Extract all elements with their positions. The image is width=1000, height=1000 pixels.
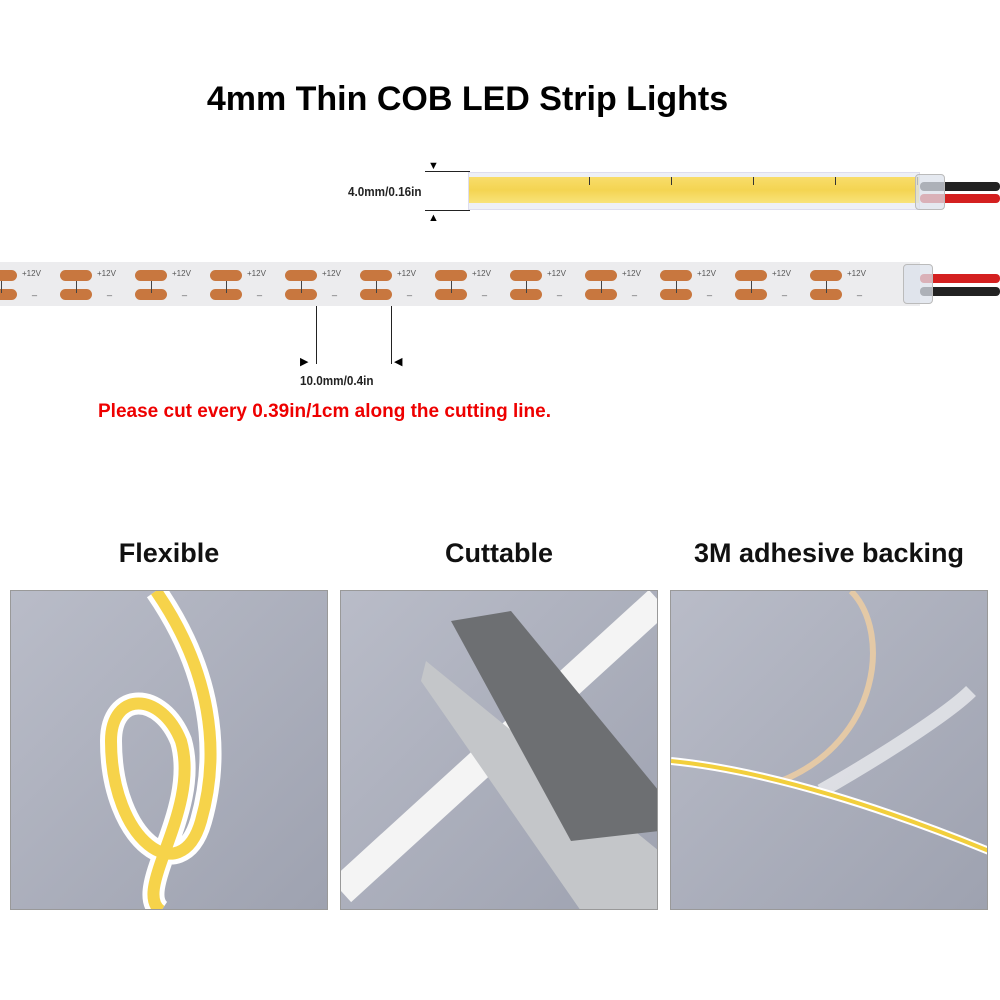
plus-12v-label: +12V bbox=[547, 269, 566, 278]
solder-pad bbox=[210, 270, 242, 281]
solder-pad bbox=[810, 270, 842, 281]
feature-title-cuttable: Cuttable bbox=[445, 538, 553, 568]
cutting-line bbox=[751, 281, 752, 293]
page-title: 4mm Thin COB LED Strip Lights bbox=[206, 80, 729, 118]
cob-strip-top-view bbox=[468, 172, 920, 210]
solder-pad bbox=[210, 289, 242, 300]
minus-label: _ bbox=[32, 286, 38, 296]
wire-connector-bottom bbox=[903, 262, 1000, 308]
solder-pad bbox=[135, 289, 167, 300]
solder-pad bbox=[360, 289, 392, 300]
solder-pad bbox=[0, 289, 17, 300]
minus-label: _ bbox=[857, 286, 863, 296]
flexible-photo bbox=[10, 590, 328, 910]
cutting-line bbox=[451, 281, 452, 293]
cuttable-photo bbox=[340, 590, 658, 910]
bent-strip-image bbox=[99, 591, 222, 909]
solder-pad bbox=[585, 289, 617, 300]
feature-title-flexible: Flexible bbox=[118, 538, 220, 568]
arrow-up-icon: ▲ bbox=[428, 212, 439, 224]
minus-label: _ bbox=[107, 286, 113, 296]
solder-pad bbox=[285, 270, 317, 281]
minus-label: _ bbox=[332, 286, 338, 296]
plus-12v-label: +12V bbox=[97, 269, 116, 278]
cutting-line bbox=[826, 281, 827, 293]
cutting-line bbox=[676, 281, 677, 293]
plus-12v-label: +12V bbox=[247, 269, 266, 278]
solder-pad bbox=[435, 270, 467, 281]
solder-pad bbox=[510, 289, 542, 300]
solder-pad bbox=[60, 270, 92, 281]
adhesive-photo bbox=[670, 590, 988, 910]
cutting-line bbox=[1, 281, 2, 293]
plus-12v-label: +12V bbox=[772, 269, 791, 278]
cutting-line bbox=[151, 281, 152, 293]
solder-pad bbox=[0, 270, 17, 281]
minus-label: _ bbox=[557, 286, 563, 296]
pitch-dimension-label: 10.0mm/0.4in bbox=[300, 373, 374, 388]
cutting-line bbox=[76, 281, 77, 293]
cut-mark bbox=[753, 177, 754, 185]
cutting-line bbox=[376, 281, 377, 293]
feature-title-adhesive: 3M adhesive backing bbox=[693, 538, 965, 568]
minus-label: _ bbox=[257, 286, 263, 296]
arrow-left-icon: ◀ bbox=[394, 356, 403, 368]
solder-pad bbox=[135, 270, 167, 281]
solder-pad bbox=[60, 289, 92, 300]
plus-12v-label: +12V bbox=[172, 269, 191, 278]
minus-label: _ bbox=[707, 286, 713, 296]
solder-pad bbox=[735, 270, 767, 281]
solder-pad bbox=[660, 270, 692, 281]
minus-label: _ bbox=[182, 286, 188, 296]
dimension-line bbox=[425, 210, 470, 211]
arrow-down-icon: ▼ bbox=[428, 160, 439, 172]
plus-12v-label: +12V bbox=[397, 269, 416, 278]
cut-mark bbox=[835, 177, 836, 185]
minus-label: _ bbox=[482, 286, 488, 296]
solder-pad bbox=[810, 289, 842, 300]
plus-12v-label: +12V bbox=[847, 269, 866, 278]
dimension-line bbox=[425, 171, 470, 172]
solder-pad bbox=[435, 289, 467, 300]
dimension-line bbox=[391, 306, 392, 364]
width-dimension-label: 4.0mm/0.16in bbox=[348, 184, 422, 199]
solder-pad bbox=[510, 270, 542, 281]
end-cap bbox=[903, 264, 933, 304]
scissors-cutting-image bbox=[341, 591, 657, 909]
solder-pad bbox=[735, 289, 767, 300]
minus-label: _ bbox=[407, 286, 413, 296]
cut-mark bbox=[671, 177, 672, 185]
plus-12v-label: +12V bbox=[472, 269, 491, 278]
solder-pad bbox=[285, 289, 317, 300]
cutting-line bbox=[601, 281, 602, 293]
black-wire bbox=[920, 287, 1000, 296]
cutting-line bbox=[301, 281, 302, 293]
cut-mark bbox=[589, 177, 590, 185]
plus-12v-label: +12V bbox=[22, 269, 41, 278]
minus-label: _ bbox=[632, 286, 638, 296]
plus-12v-label: +12V bbox=[697, 269, 716, 278]
cut-instruction: Please cut every 0.39in/1cm along the cu… bbox=[98, 401, 551, 422]
cob-led-surface bbox=[469, 177, 919, 203]
black-wire bbox=[920, 182, 1000, 191]
end-cap bbox=[915, 174, 945, 210]
plus-12v-label: +12V bbox=[622, 269, 641, 278]
wire-connector bbox=[915, 172, 1000, 212]
red-wire bbox=[920, 194, 1000, 203]
minus-label: _ bbox=[782, 286, 788, 296]
dimension-line bbox=[316, 306, 317, 364]
plus-12v-label: +12V bbox=[322, 269, 341, 278]
arrow-right-icon: ▶ bbox=[300, 356, 309, 368]
strip-back-view: +12V _ +12V _ +12V _ +12V _ +12V _ +12V _ +12V _ +12V _… bbox=[0, 262, 920, 306]
cutting-line bbox=[226, 281, 227, 293]
solder-pad bbox=[360, 270, 392, 281]
solder-pad bbox=[585, 270, 617, 281]
cutting-line bbox=[526, 281, 527, 293]
adhesive-strip-image bbox=[671, 591, 987, 855]
solder-pad bbox=[660, 289, 692, 300]
red-wire bbox=[920, 274, 1000, 283]
